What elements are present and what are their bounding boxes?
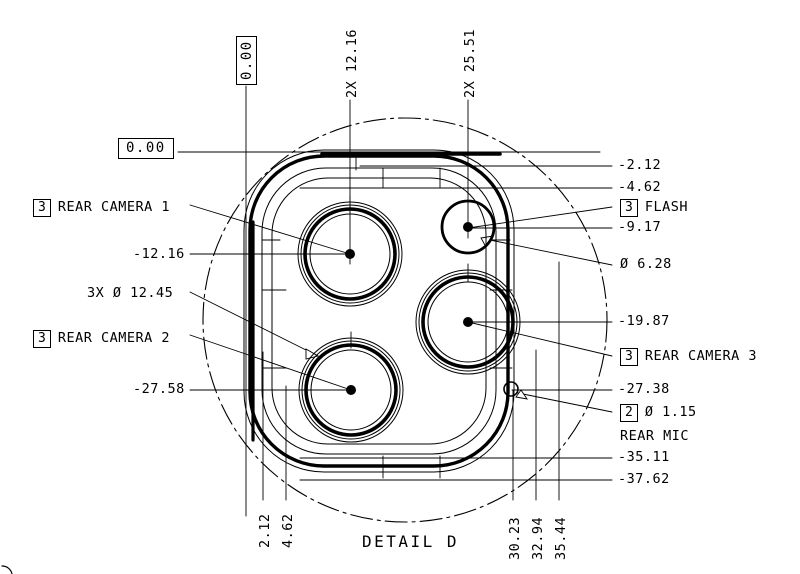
arrowhead-dia-1-15 xyxy=(515,389,528,400)
callout-dia-1-15: 2 Ø 1.15 xyxy=(620,404,697,422)
callout-rear-camera-1: 3 REAR CAMERA 1 xyxy=(33,199,170,217)
bottom-callout-2-12: 2.12 xyxy=(257,513,273,548)
datum-frame-3-camera-2: 3 xyxy=(33,330,51,348)
rear-mic-hole xyxy=(503,381,519,397)
bottom-callout-32-94: 32.94 xyxy=(530,516,546,560)
detail-boundary-circle xyxy=(202,117,608,523)
top-callout-2x-25-51: 2X 25.51 xyxy=(462,28,478,98)
callout-rear-camera-2: 3 REAR CAMERA 2 xyxy=(33,330,170,348)
leader-dia-1-15 xyxy=(517,392,613,413)
bottom-callout-35-44: 35.44 xyxy=(553,516,569,560)
top-callout-2x-12-16: 2X 12.16 xyxy=(344,28,360,98)
leader-rear-camera-3 xyxy=(467,321,613,357)
datum-box-vertical-text: 0.00 xyxy=(239,40,255,80)
detail-view-title: DETAIL D xyxy=(362,532,460,551)
arrowhead-dia-12-45 xyxy=(305,348,320,360)
leader-flash xyxy=(467,206,613,229)
callout-rear-mic: REAR MIC xyxy=(620,428,690,444)
sheet-corner-mark xyxy=(1,565,13,574)
callout-dim-neg-4-62: -4.62 xyxy=(618,179,662,195)
callout-rear-camera-1-label: REAR CAMERA 1 xyxy=(57,199,170,216)
callout-dim-neg-37-62: -37.62 xyxy=(618,471,670,487)
callout-dim-neg-19-87: -19.87 xyxy=(618,313,670,329)
leader-rear-camera-1 xyxy=(189,204,351,255)
callout-dia-1-15-label: Ø 1.15 xyxy=(644,404,697,421)
leader-rear-camera-2 xyxy=(189,334,352,391)
module-outline-3 xyxy=(271,177,487,445)
lens-rear-camera-1 xyxy=(297,195,403,307)
callout-dia-6-28: Ø 6.28 xyxy=(620,256,672,272)
callout-flash-label: FLASH xyxy=(644,199,688,216)
datum-box-horizontal: 0.00 xyxy=(118,138,174,159)
datum-frame-2-rear-mic: 2 xyxy=(620,404,638,422)
datum-box-vertical: 0.00 xyxy=(236,36,257,85)
callout-dim-neg-9-17: -9.17 xyxy=(618,219,662,235)
module-outline-2 xyxy=(261,167,497,455)
callout-flash: 3 FLASH xyxy=(620,199,688,217)
module-outline-1 xyxy=(243,149,515,473)
lens-rear-camera-3 xyxy=(415,263,521,375)
callout-rear-camera-3: 3 REAR CAMERA 3 xyxy=(620,348,757,366)
callout-dia-12-45: 3X Ø 12.45 xyxy=(87,285,174,301)
callout-dim-neg-35-11: -35.11 xyxy=(618,449,670,465)
flash-aperture xyxy=(440,199,496,255)
datum-frame-3-flash: 3 xyxy=(620,199,638,217)
module-outer-bezel xyxy=(248,154,510,468)
callout-rear-camera-2-label: REAR CAMERA 2 xyxy=(57,330,170,347)
lens-rear-camera-2 xyxy=(298,331,404,443)
datum-frame-3-camera-1: 3 xyxy=(33,199,51,217)
datum-frame-3-camera-3: 3 xyxy=(620,348,638,366)
callout-dim-neg-12-16: -12.16 xyxy=(133,246,185,262)
callout-dim-neg-27-38: -27.38 xyxy=(618,381,670,397)
callout-dim-neg-2-12: -2.12 xyxy=(618,157,662,173)
callout-rear-camera-3-label: REAR CAMERA 3 xyxy=(644,348,757,365)
leader-dia-6-28 xyxy=(489,239,613,266)
callout-dim-neg-27-58: -27.58 xyxy=(133,381,185,397)
bottom-callout-4-62: 4.62 xyxy=(280,513,296,548)
bottom-callout-30-23: 30.23 xyxy=(507,516,523,560)
